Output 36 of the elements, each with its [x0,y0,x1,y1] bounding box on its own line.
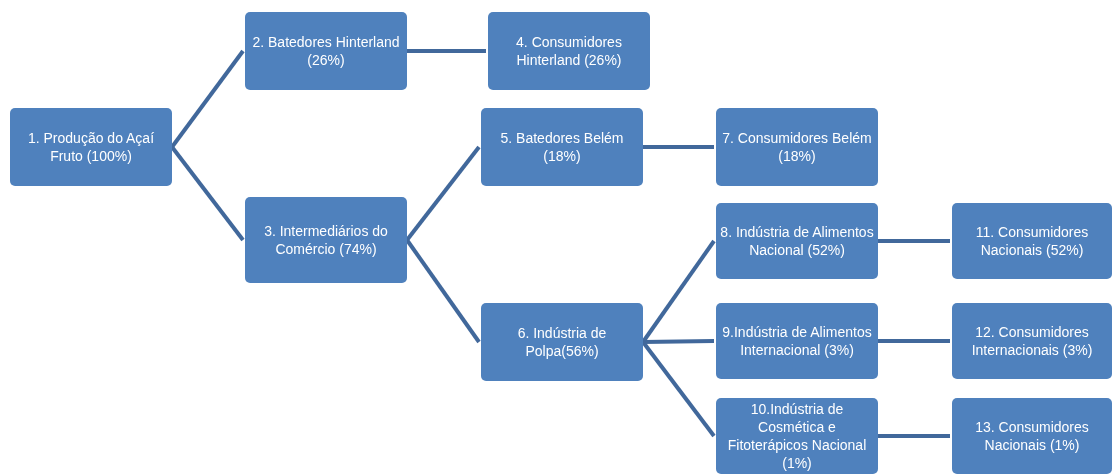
process-box [716,108,878,186]
connector-line [170,49,245,149]
connector-line [405,145,481,242]
connector-line [878,239,950,243]
box-label: 10.Indústria de Cosmética e Fitoterápicos Nacional (1%) [726,399,868,473]
box-label: 7. Consumidores Belém (18%) [721,128,873,166]
connector-line [405,238,481,344]
box-label: 13. Consumidores Nacionais (1%) [974,417,1090,455]
box-label: 4. Consumidores Hinterland (26%) [515,32,623,70]
process-box [481,303,643,381]
box-label: 8. Indústria de Alimentos Nacional (52%) [720,222,874,260]
connector-line [170,145,245,242]
connector-line [642,339,715,344]
box-label: 11. Consumidores Nacionais (52%) [974,222,1090,260]
box-label: 3. Intermediários do Comércio (74%) [263,221,389,259]
connector-line [878,339,950,343]
box-label: 2. Batedores Hinterland (26%) [251,32,401,70]
process-box [716,203,878,279]
process-box [481,108,643,186]
box-label: 9.Indústria de Alimentos Internacional (3%) [721,322,873,360]
connector-line [407,49,486,53]
process-box [952,398,1112,474]
box-label: 5. Batedores Belém (18%) [499,128,625,166]
connector-line [643,145,714,149]
box-label: 6. Indústria de Polpa(56%) [516,323,608,361]
process-box [952,303,1112,379]
connector-line [641,340,716,438]
process-box [245,197,407,283]
process-box [245,12,407,90]
process-box [716,303,878,379]
connector-line [878,434,950,438]
process-box [488,12,650,90]
box-label: 12. Consumidores Internacionais (3%) [970,322,1094,360]
box-label: 1. Produção do Açaí Fruto (100%) [26,128,156,166]
process-box [10,108,172,186]
process-box [952,203,1112,279]
